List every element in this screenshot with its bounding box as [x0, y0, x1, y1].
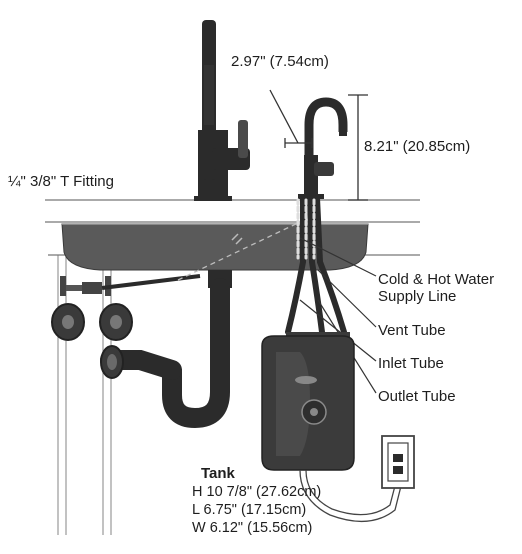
sink-basin: [61, 223, 369, 271]
supply-tubes: [285, 195, 347, 335]
trap-fitting-core: [107, 354, 117, 370]
water-tank: [261, 332, 355, 471]
spout-reach-label: 2.97" (7.54cm): [231, 53, 329, 70]
tank-width: W 6.12" (15.56cm): [192, 520, 313, 536]
tee-glyph: [231, 233, 243, 245]
faucet-height-label: 8.21" (20.85cm): [364, 138, 471, 155]
p-trap-drain: [100, 270, 232, 429]
t-fitting: [66, 274, 201, 294]
inlet-tube-label: Inlet Tube: [378, 355, 444, 372]
tank-height: H 10 7/8" (27.62cm): [192, 484, 322, 500]
supply-line-label-1: Cold & Hot Water: [378, 271, 495, 288]
wall-guide-lines: [57, 255, 112, 535]
faucet-height-dimension: [348, 94, 368, 201]
power-cord: [299, 469, 403, 523]
outlet-tube-label: Outlet Tube: [378, 388, 456, 405]
t-fitting-label: ¼" 3/8" T Fitting: [8, 173, 114, 190]
dispenser-faucet: [298, 97, 348, 199]
shutoff-valves: [51, 276, 133, 341]
t-fitting-dashed-line: [177, 221, 301, 281]
tank-length: L 6.75" (17.15cm): [192, 502, 307, 518]
wall-outlet: [381, 435, 415, 489]
vent-tube-label: Vent Tube: [378, 322, 446, 339]
brand-logo: [295, 376, 317, 384]
supply-line-label-2: Supply Line: [378, 288, 457, 305]
main-faucet: [194, 20, 250, 201]
tank-title: Tank: [201, 465, 235, 482]
spout-reach-dimension: [269, 89, 313, 148]
tank-specs: Tank H 10 7/8" (27.62cm) L 6.75" (17.15c…: [192, 465, 342, 537]
